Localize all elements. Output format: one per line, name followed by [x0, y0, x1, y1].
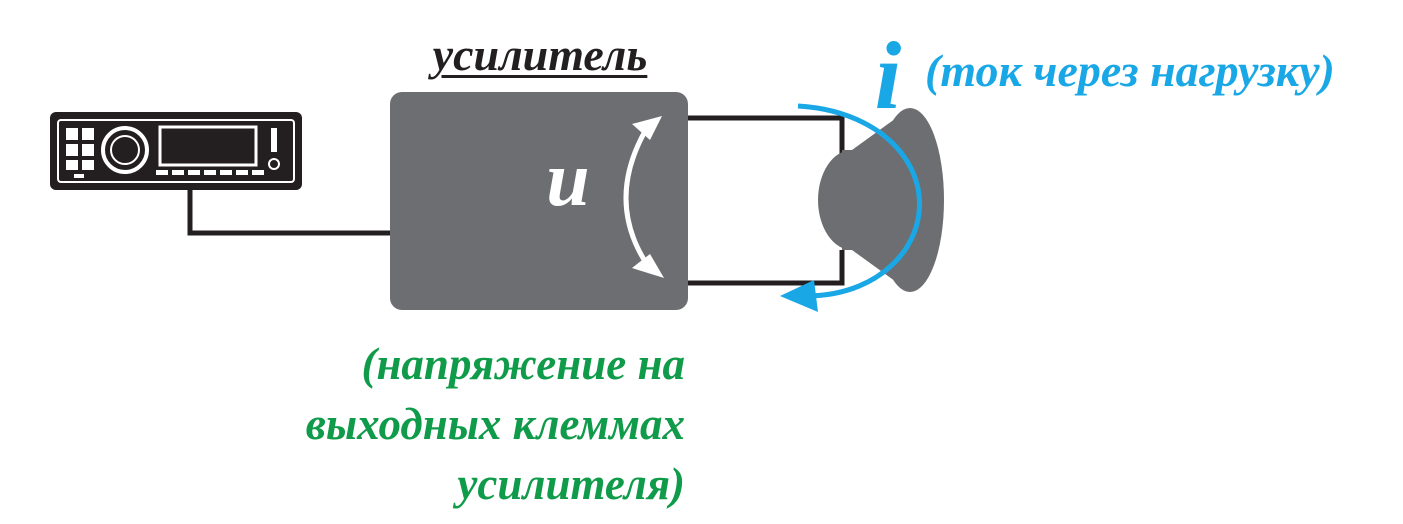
current-label: (ток через нагрузку): [925, 45, 1335, 96]
voltage-label-line: (напряжение на: [361, 339, 685, 389]
wires: [187, 115, 845, 286]
speaker-icon: [818, 108, 944, 292]
voltage-arrow: [623, 116, 664, 278]
amplifier-body: [390, 92, 688, 310]
voltage-label-line: выходных клеммах: [305, 399, 685, 449]
current-arrow: [780, 103, 922, 312]
car-stereo-icon: [50, 112, 302, 190]
voltage-symbol: u: [546, 135, 590, 222]
output-wire-bottom: [688, 250, 845, 286]
amplifier-title: усилитель: [432, 29, 648, 80]
current-symbol: i: [874, 22, 902, 129]
input-wire: [187, 188, 392, 236]
output-wire-top: [688, 115, 845, 158]
voltage-label-line: усилителя): [457, 459, 685, 509]
voltage-label: (напряжение на выходных клеммах усилител…: [180, 334, 685, 514]
